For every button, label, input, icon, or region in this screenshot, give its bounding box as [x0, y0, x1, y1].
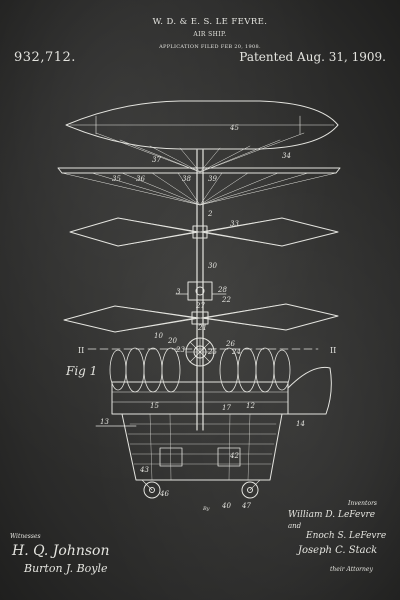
figure-label: Fig 1 — [66, 364, 98, 378]
ref-36: 36 — [136, 175, 145, 183]
ref-17: 17 — [222, 404, 231, 412]
ref-40: 40 — [221, 502, 231, 510]
airship-drawing: 45 34 37 35 36 38 39 2 33 30 3 28 22 27 … — [57, 100, 341, 510]
ref-46: 46 — [159, 490, 169, 498]
ref-10: 10 — [154, 332, 163, 340]
ref-34: 34 — [282, 152, 291, 160]
lower-propeller — [63, 305, 197, 333]
ref-43: 43 — [139, 466, 149, 474]
wheel-right — [241, 481, 259, 499]
ref-2: 2 — [207, 210, 213, 218]
ref-45: 45 — [229, 124, 239, 132]
wheel-left — [143, 481, 161, 499]
upper-propeller — [69, 217, 197, 247]
ref-13: 13 — [100, 418, 109, 426]
rudder — [287, 366, 332, 415]
inventor-signature-2: Enoch S. LeFevre — [306, 531, 387, 541]
patent-number: 932,712. — [14, 50, 76, 65]
balloon-rigging — [95, 132, 305, 173]
witness-signature-2: Burton J. Boyle — [24, 562, 108, 575]
ref-28: 28 — [217, 286, 227, 294]
ref-26: 26 — [225, 340, 235, 348]
ref-33: 33 — [230, 220, 239, 228]
inventor-signature-1: William D. LeFevre — [288, 510, 376, 520]
ref-14: 14 — [296, 420, 305, 428]
ref-47: 47 — [241, 502, 251, 510]
balloon-envelope — [65, 100, 339, 150]
ref-30: 30 — [208, 262, 217, 270]
ref-20: 20 — [167, 337, 177, 345]
ref-24: 24 — [231, 348, 241, 356]
section-mark-right: II — [330, 346, 336, 355]
section-mark-left: II — [78, 346, 84, 355]
reference-numerals: 45 34 37 35 36 38 39 2 33 30 3 28 22 27 … — [78, 124, 336, 510]
upper-frame-struts — [61, 172, 337, 206]
ref-27: 27 — [195, 302, 205, 310]
patented-date: Patented Aug. 31, 1909. — [239, 50, 386, 64]
car-lower-frame — [121, 413, 283, 481]
car-mesh — [127, 413, 277, 481]
witness-signature-1: H. Q. Johnson — [12, 543, 110, 559]
ref-42: 42 — [229, 452, 239, 460]
ref-23: 23 — [175, 346, 185, 354]
ref-15: 15 — [150, 402, 159, 410]
witnesses-label: Witnesses — [10, 533, 41, 540]
ref-12: 12 — [246, 402, 255, 410]
inventors-header: W. D. & E. S. LE FEVRE. — [152, 17, 268, 27]
ref-22: 22 — [221, 296, 231, 304]
ref-38: 38 — [182, 175, 191, 183]
and-text: and — [288, 522, 302, 530]
ref-37: 37 — [152, 156, 161, 164]
ref-25: 25 — [207, 348, 217, 356]
document-title: AIR SHIP. — [193, 31, 227, 38]
gear-housing — [187, 281, 213, 301]
inventors-label: Inventors — [348, 500, 378, 507]
attorney-signature: Joseph C. Stack — [298, 545, 378, 556]
car-body — [111, 381, 289, 415]
ref-39: 39 — [208, 175, 217, 183]
application-filed: APPLICATION FILED FEB 20, 1908. — [159, 44, 261, 50]
ref-35: 35 — [112, 175, 121, 183]
ref-3: 3 — [176, 288, 181, 296]
by-mark: By — [203, 506, 210, 512]
ref-21: 21 — [197, 324, 207, 332]
attorney-label: their Attorney — [330, 566, 373, 573]
